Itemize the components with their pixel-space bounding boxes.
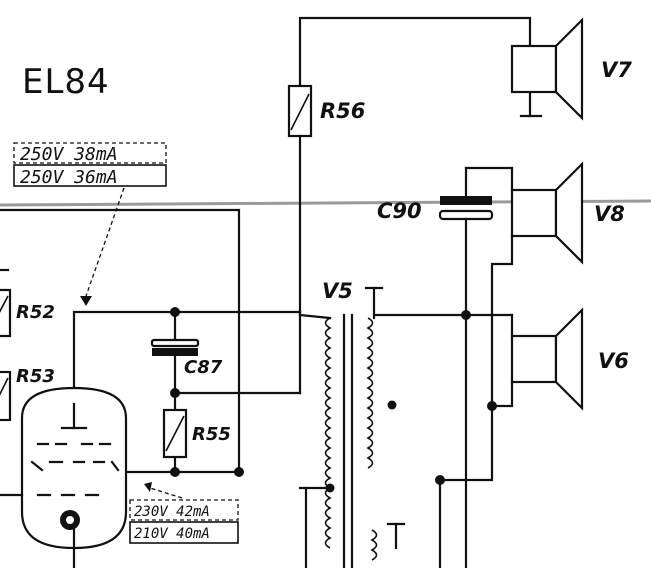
junction-dot (234, 467, 244, 477)
tube-type-title: EL84 (22, 62, 110, 102)
label-c87: C87 (184, 357, 223, 378)
junction-dot (170, 388, 180, 398)
resistor-r53 (0, 370, 12, 422)
junction-dot (387, 400, 397, 410)
resistor-r52 (0, 268, 12, 338)
speaker-v7 (510, 17, 584, 121)
junction-dot (325, 483, 335, 493)
tube-el84 (0, 386, 128, 568)
label-v7: V7 (601, 58, 632, 82)
junction-dot (435, 475, 445, 485)
label-c90: C90 (377, 199, 422, 223)
speaker-v8 (510, 161, 584, 265)
junction-dot (170, 467, 180, 477)
junction-dot (170, 307, 180, 317)
anode-measurement-bottom: 250V 36mA (20, 167, 118, 188)
speaker-v6 (510, 307, 584, 411)
junction-dot (487, 401, 497, 411)
label-v5: V5 (322, 279, 353, 303)
wire-top-loop (298, 16, 543, 118)
label-r53: R53 (16, 366, 55, 387)
screen-measurement-top: 230V 42mA (134, 504, 210, 520)
screen-measurement-bottom: 210V 40mA (134, 526, 210, 542)
anode-supply-wiring (0, 208, 302, 474)
resistor-r55 (162, 408, 188, 459)
speaker-wiring (372, 234, 514, 568)
label-r56: R56 (320, 99, 365, 123)
label-v8: V8 (594, 202, 625, 226)
label-v6: V6 (598, 349, 629, 373)
label-r52: R52 (16, 302, 55, 323)
capacitor-c90 (438, 166, 514, 568)
transformer-v5 (298, 286, 406, 568)
label-r55: R55 (192, 424, 231, 445)
junction-dot (461, 310, 471, 320)
screen-measurement-box: 230V 42mA 210V 40mA (129, 482, 239, 544)
anode-measurement-top: 250V 38mA (20, 144, 118, 165)
anode-measurement-box: 250V 38mA 250V 36mA (13, 142, 167, 306)
resistor-r56 (287, 84, 313, 317)
